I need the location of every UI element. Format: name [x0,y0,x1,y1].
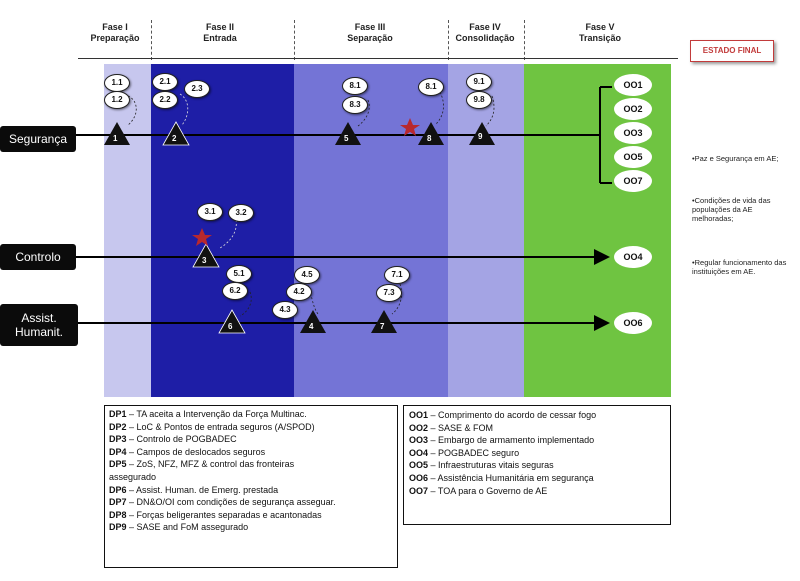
sub-point-oval: 1.1 [104,74,130,92]
sub-point-oval: 2.2 [152,91,178,109]
lane-label-seguranca: Segurança [0,126,76,152]
objective-oo7: OO7 [614,170,652,192]
sub-point-oval: 4.2 [286,283,312,301]
sub-point-oval: 1.2 [104,91,130,109]
legend-row: assegurado [109,471,157,482]
phase-2-band [151,64,294,397]
legend-row: DP2 – LoC & Pontos de entrada seguros (A… [109,421,315,432]
objective-oo3: OO3 [614,122,652,144]
diagram-lines [74,86,612,334]
sub-point-oval: 9.8 [466,91,492,109]
star-icon [192,228,212,246]
sub-point-oval: 7.3 [376,284,402,302]
decisive-point-6 [218,309,246,334]
phase-1-band [104,64,151,397]
decisive-point-7 [371,310,397,333]
sub-point-oval: 5.1 [226,265,252,283]
legend-row: DP5 – ZoS, NFZ, MFZ & control das fronte… [109,459,295,470]
dp-number: 9 [478,132,483,141]
objective-oo2: OO2 [614,98,652,120]
phase-3-band [294,64,448,397]
sub-point-oval: 8.1 [418,78,444,96]
dp-number: 2 [172,134,177,143]
dp-number: 6 [228,322,233,331]
dp-number: 1 [113,134,118,143]
sub-point-oval: 3.2 [228,204,254,222]
legend-row: OO7 – TOA para o Governo de AE [409,485,548,496]
sub-point-oval: 9.1 [466,73,492,91]
objective-oo6: OO6 [614,312,652,334]
lane-label-assist: Assist. Humanit. [0,304,78,346]
decisive-point-8 [418,122,444,145]
decisive-point-2 [162,121,190,146]
sub-point-oval: 4.5 [294,266,320,284]
sub-point-oval: 3.1 [197,203,223,221]
end-state-note: •Paz e Segurança em AE; [692,154,779,163]
dp-number: 8 [427,134,432,143]
sub-point-oval: 2.1 [152,73,178,91]
star-icon [400,118,420,136]
phase-divider [448,20,449,60]
objective-oo5: OO5 [614,146,652,168]
phase-divider [524,20,525,60]
legend-row: OO2 – SASE & FOM [409,422,494,433]
decisive-point-1 [104,122,130,145]
legend-row: DP7 – DN&O/OI com condições de segurança… [109,497,336,508]
sub-point-oval: 4.3 [272,301,298,319]
legend-row: DP8 – Forças beligerantes separadas e ac… [109,509,322,520]
sub-point-oval: 8.1 [342,77,368,95]
sub-point-oval: 6.2 [222,282,248,300]
legend-row: OO6 – Assistência Humanitária em seguran… [409,472,594,483]
end-state-note: •Condições de vida das populações da AE … [692,196,771,223]
legend-row: DP9 – SASE and FoM assegurado [109,522,249,533]
objective-oo1: OO1 [614,74,652,96]
phase-4-band [448,64,524,397]
dp-number: 3 [202,256,207,265]
legend-row: OO1 – Comprimento do acordo de cessar fo… [409,410,597,420]
legend-row: DP1 – TA aceita a Intervenção da Força M… [109,409,307,419]
decisive-point-9 [469,122,495,145]
end-state-note: •Regular funcionamento das instituições … [692,258,787,276]
estado-final-badge: ESTADO FINAL [690,40,774,62]
decisive-point-5 [335,122,361,145]
legend-row: OO5 – Infraestruturas vitais seguras [409,460,554,471]
decisive-point-4 [300,310,326,333]
legend-decisive-points: DP1 – TA aceita a Intervenção da Força M… [104,405,398,568]
phase-5-band [524,64,671,397]
dp-number: 4 [309,322,314,331]
objective-oo4: OO4 [614,246,652,268]
dp-number: 7 [380,322,385,331]
phase-divider [151,20,152,60]
sub-point-oval: 2.3 [184,80,210,98]
legend-row: DP3 – Controlo de POGBADEC [109,434,237,445]
lane-label-controlo: Controlo [0,244,76,270]
legend-row: OO4 – POGBADEC seguro [409,447,520,458]
legend-row: DP4 – Campos de deslocados seguros [109,446,266,457]
legend-row: OO3 – Embargo de armamento implementado [409,435,595,446]
legend-operational-objectives: OO1 – Comprimento do acordo de cessar fo… [403,405,671,525]
sub-point-oval: 8.3 [342,96,368,114]
phase-divider [294,20,295,60]
legend-row: DP6 – Assist. Human. de Emerg. prestada [109,484,279,495]
header-rule [78,58,678,59]
dp-number: 5 [344,134,349,143]
decisive-point-3 [192,243,220,268]
sub-point-oval: 7.1 [384,266,410,284]
